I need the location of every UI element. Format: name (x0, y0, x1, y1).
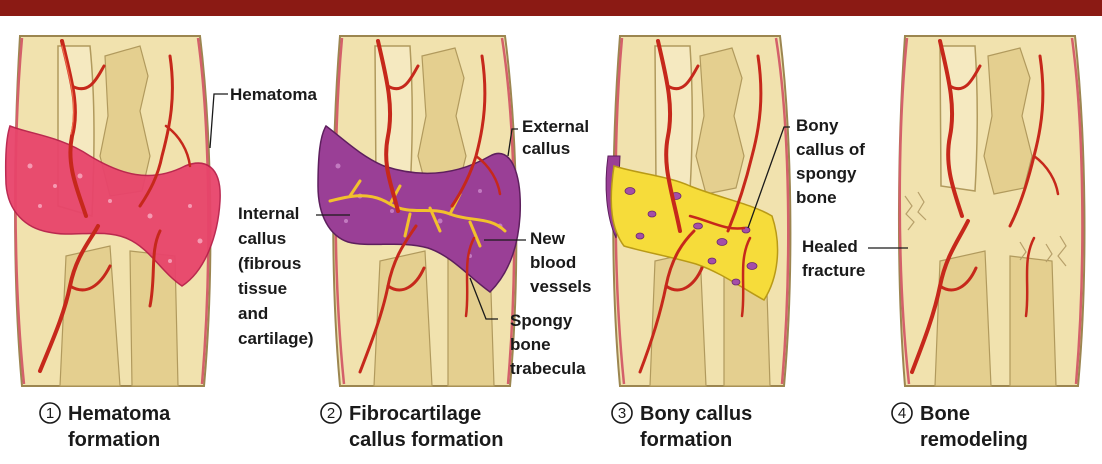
hematoma-texture (27, 163, 203, 263)
label-hematoma: Hematoma (230, 85, 317, 104)
blood-vessels-4 (910, 39, 1060, 374)
hematoma-mass (4, 125, 221, 287)
panel-1-hematoma-formation (4, 35, 221, 387)
caption-1-line-1: Hematoma (68, 403, 171, 425)
caption-1: 1 Hematoma formation (39, 402, 171, 451)
step-number-circle-4 (891, 402, 913, 424)
step-number-3: 3 (618, 405, 626, 422)
caption-4: 4 Bone remodeling (891, 402, 1028, 451)
step-number-circle-1 (39, 402, 61, 424)
panel-2-fibrocartilage-callus (317, 35, 521, 387)
label-bony-callus-spongy-bone: Bony callus of spongy bone (796, 116, 870, 207)
leader-lines (209, 93, 908, 320)
step-number-circle-3 (611, 402, 633, 424)
caption-2-line-1: Fibrocartilage (349, 403, 481, 425)
blood-vessels-1 (38, 39, 192, 373)
caption-1-line-2: formation (68, 429, 160, 451)
step-number-1: 1 (46, 405, 54, 422)
label-healed-fracture: Healed fracture (802, 237, 865, 280)
step-number-4: 4 (898, 405, 906, 422)
label-external-callus: External callus (522, 117, 594, 158)
caption-4-line-2: remodeling (920, 429, 1028, 451)
label-internal-callus: Internal callus (fibrous tissue and cart… (238, 204, 314, 348)
panel-3-bony-callus (605, 35, 792, 387)
healed-fracture-marks (904, 191, 1067, 267)
step-number-circle-2 (320, 402, 342, 424)
caption-2-line-2: callus formation (349, 429, 503, 451)
label-spongy-bone-trabecula: Spongy bone trabecula (510, 311, 586, 378)
bony-callus-mass (610, 165, 779, 301)
yellow-trabeculae (328, 179, 507, 248)
bony-callus-spots (624, 187, 758, 286)
step-number-2: 2 (327, 405, 335, 422)
label-new-blood-vessels: New blood vessels (530, 229, 591, 296)
panel-4-bone-remodeling (897, 35, 1086, 387)
top-bar (0, 0, 1102, 16)
caption-2: 2 Fibrocartilage callus formation (320, 402, 503, 451)
bone-1 (14, 35, 212, 387)
caption-3: 3 Bony callus formation (611, 402, 752, 451)
blood-vessels-3 (638, 39, 763, 374)
caption-4-line-1: Bone (920, 403, 970, 425)
caption-3-line-2: formation (640, 429, 732, 451)
caption-3-line-1: Bony callus (640, 403, 752, 425)
blood-vessels-2 (358, 39, 502, 374)
bone-4 (897, 35, 1086, 387)
bone-fracture-repair-diagram: Hematoma External callus Internal callus… (4, 35, 1086, 451)
labels: Hematoma External callus Internal callus… (230, 85, 870, 378)
